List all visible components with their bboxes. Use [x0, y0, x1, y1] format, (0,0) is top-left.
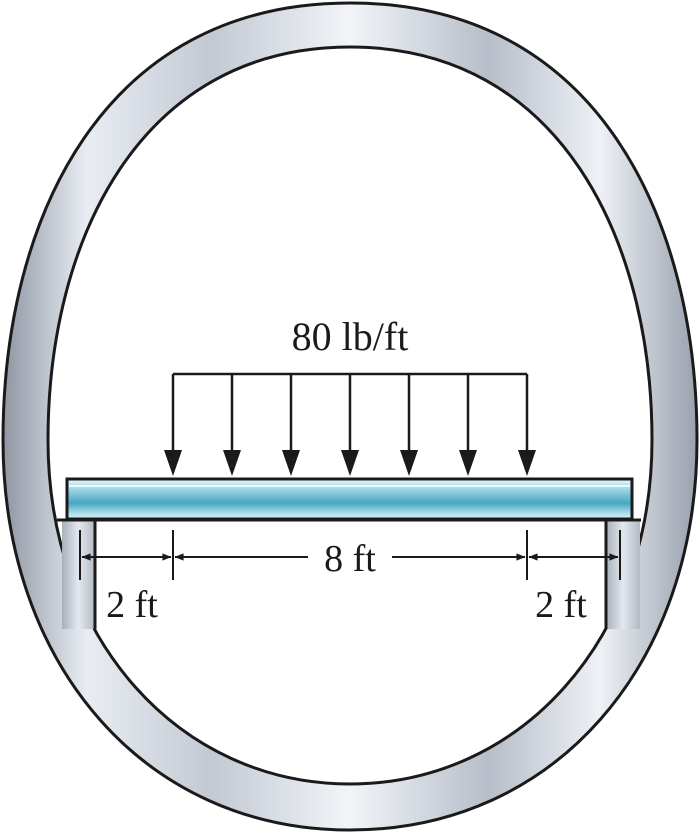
load-arrow-head — [164, 450, 182, 476]
load-arrow-head — [400, 450, 418, 476]
left-support-post — [62, 519, 95, 629]
load-arrow-head — [223, 450, 241, 476]
dim-label-middle: 8 ft — [324, 538, 376, 580]
load-arrow-head — [459, 450, 477, 476]
load-arrow-head — [341, 450, 359, 476]
distributed-load — [164, 372, 536, 476]
dim-label-left: 2 ft — [106, 584, 158, 626]
dim-label-right: 2 ft — [535, 584, 587, 626]
right-support-post — [606, 519, 640, 629]
load-label: 80 lb/ft — [292, 314, 409, 359]
load-arrow-head — [282, 450, 300, 476]
load-arrow-head — [518, 450, 536, 476]
